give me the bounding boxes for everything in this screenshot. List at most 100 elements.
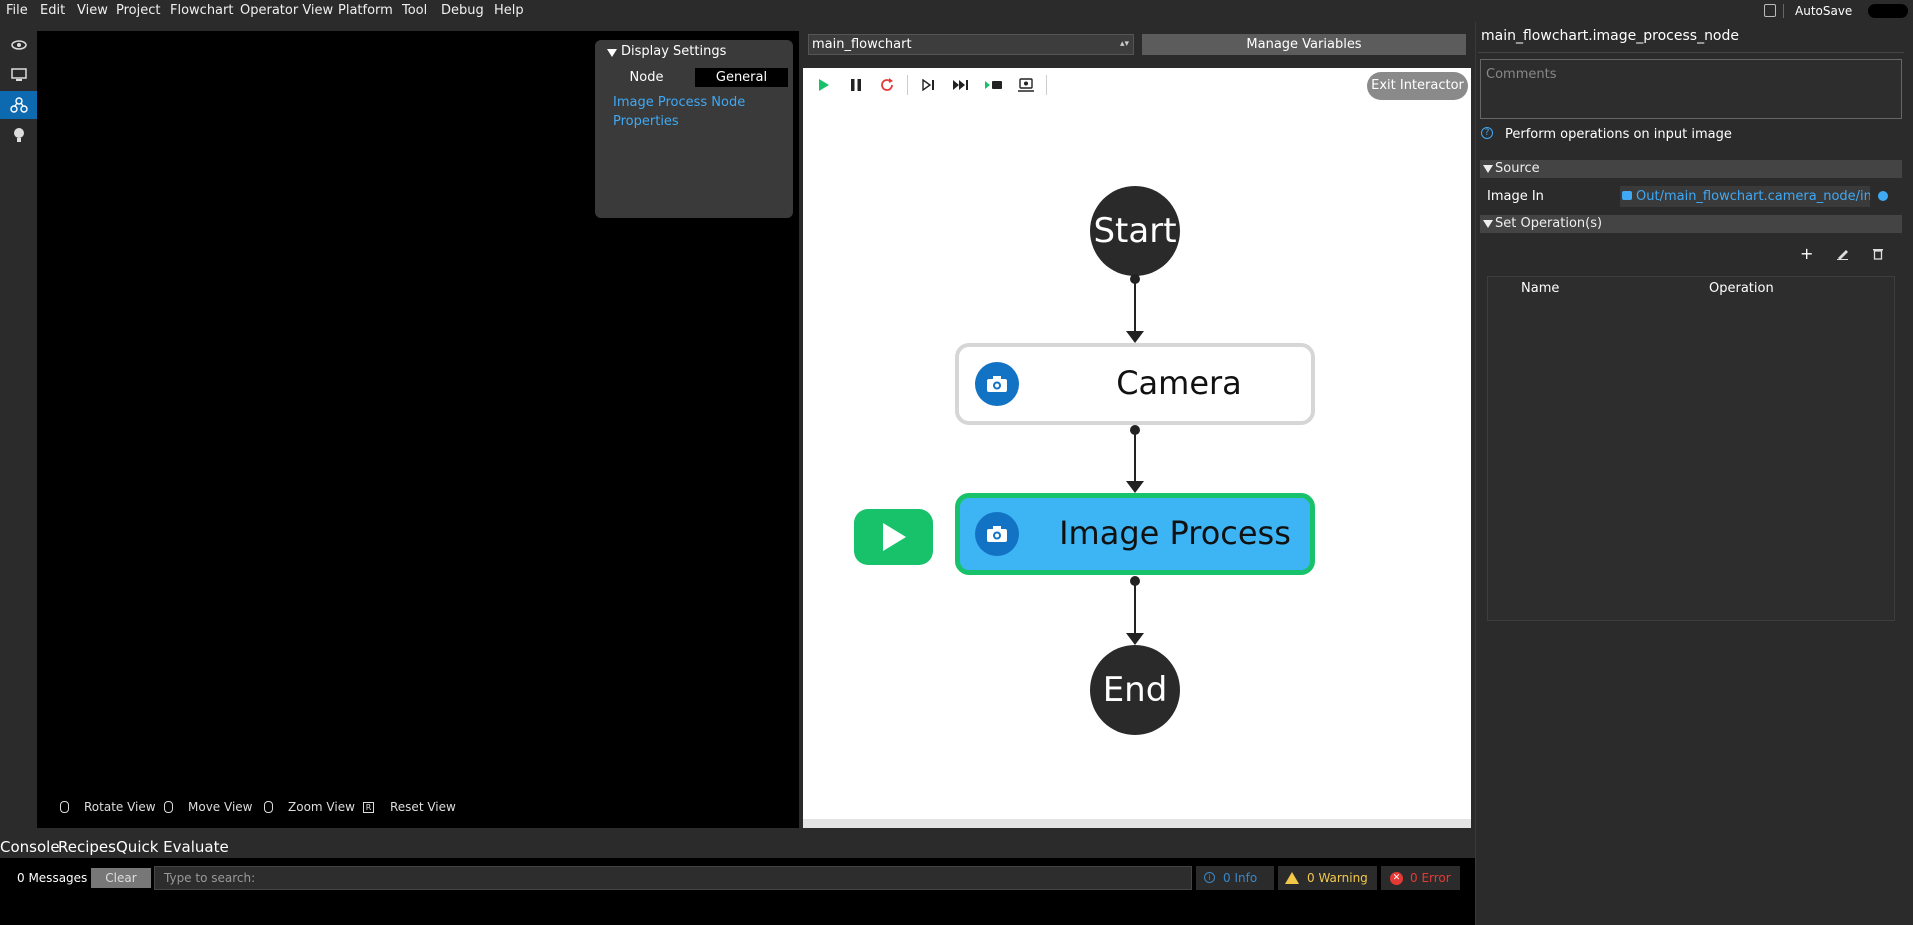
step-icon [922, 79, 934, 91]
display-settings-title[interactable]: Display Settings [621, 44, 727, 59]
image-process-node[interactable]: Image Process [955, 493, 1315, 575]
exit-interactor-button[interactable]: Exit Interactor [1367, 72, 1468, 100]
run-node-button[interactable] [854, 509, 933, 565]
connector-arrow [1126, 481, 1144, 493]
eye-icon [10, 40, 27, 50]
source-section-header[interactable]: Source [1480, 160, 1902, 178]
menu-view[interactable]: View [77, 3, 108, 18]
tab-recipes[interactable]: Recipes [58, 838, 116, 856]
tool-eye[interactable] [0, 31, 37, 59]
menu-operator-view[interactable]: Operator View [240, 3, 334, 18]
manage-variables-button[interactable]: Manage Variables [1142, 34, 1466, 55]
connector-arrow [1126, 331, 1144, 343]
camera-node-label: Camera [1116, 364, 1242, 402]
error-count: 0 Error [1410, 871, 1451, 885]
warning-filter[interactable]: 0 Warning [1278, 866, 1377, 890]
run-to-camera-button[interactable] [983, 74, 1005, 96]
info-filter[interactable]: i 0 Info [1196, 866, 1274, 890]
operations-table[interactable]: Name Operation [1487, 276, 1895, 621]
tab-quick-evaluate[interactable]: Quick Evaluate [116, 838, 229, 856]
toolbar-divider [1046, 75, 1047, 95]
tool-monitor[interactable] [0, 61, 37, 89]
flowchart-icon [9, 97, 28, 113]
camera-icon [975, 512, 1019, 556]
collapse-arrow-icon[interactable] [607, 49, 617, 57]
menu-edit[interactable]: Edit [40, 3, 66, 18]
menu-file[interactable]: File [6, 3, 28, 18]
hint-rotate: Rotate View [84, 800, 156, 814]
reset-button[interactable] [876, 74, 898, 96]
save-icon[interactable] [1764, 4, 1776, 17]
pause-button[interactable] [845, 74, 867, 96]
collapse-arrow-icon [1483, 165, 1493, 173]
connector-line [1134, 580, 1136, 635]
image-in-link[interactable]: Out/main_flowchart.camera_node/image [1620, 186, 1870, 207]
camera-node[interactable]: Camera [955, 343, 1315, 425]
set-operations-title: Set Operation(s) [1495, 216, 1603, 231]
refresh-icon [881, 78, 893, 91]
column-header-operation[interactable]: Operation [1709, 281, 1774, 296]
camera-step-button[interactable] [1015, 74, 1037, 96]
run-to-camera-icon [985, 81, 1002, 89]
tab-node[interactable]: Node [629, 70, 664, 85]
mouse-left-icon [60, 801, 69, 813]
mouse-wheel-icon [264, 801, 273, 813]
connector-line [1134, 430, 1136, 483]
node-description: Perform operations on input image [1505, 127, 1732, 142]
autosave-label: AutoSave [1795, 4, 1853, 18]
play-icon [882, 523, 906, 551]
console-search-input[interactable]: Type to search: [154, 866, 1192, 890]
set-operations-section-header[interactable]: Set Operation(s) [1480, 215, 1902, 233]
menu-debug[interactable]: Debug [441, 3, 484, 18]
toolbar-divider [907, 75, 908, 95]
start-node[interactable]: Start [1090, 186, 1180, 276]
step-button[interactable] [918, 74, 940, 96]
connector-arrow [1126, 633, 1144, 645]
edit-icon[interactable] [1836, 247, 1849, 260]
error-filter[interactable]: ✕ 0 Error [1381, 866, 1460, 890]
end-node[interactable]: End [1090, 645, 1180, 735]
flowchart-select[interactable]: main_flowchart ▴▾ [808, 34, 1134, 55]
menu-platform[interactable]: Platform [338, 3, 393, 18]
menu-project[interactable]: Project [116, 3, 161, 18]
connector-line [1134, 278, 1136, 333]
select-arrows-icon: ▴▾ [1119, 39, 1129, 49]
horizontal-scrollbar[interactable] [803, 819, 1471, 828]
add-operation-icon[interactable]: + [1800, 244, 1814, 263]
message-count: 0 Messages [17, 871, 88, 885]
menu-flowchart[interactable]: Flowchart [170, 3, 234, 18]
source-section-title: Source [1495, 161, 1540, 176]
tab-console[interactable]: Console [0, 838, 60, 856]
fast-forward-icon [953, 80, 968, 90]
console-tabs: Console Recipes Quick Evaluate [0, 836, 1475, 858]
autosave-toggle[interactable] [1868, 4, 1908, 18]
divider [1478, 52, 1904, 53]
info-count: 0 Info [1223, 871, 1258, 885]
camera-icon [975, 362, 1019, 406]
hint-move: Move View [188, 800, 253, 814]
divider [1783, 4, 1784, 18]
camera-icon [1622, 191, 1632, 200]
step-over-button[interactable] [950, 74, 972, 96]
menu-tool[interactable]: Tool [402, 3, 428, 18]
clear-button[interactable]: Clear [91, 868, 151, 888]
tool-bulb[interactable] [0, 121, 37, 149]
display-settings-panel: Display Settings Node General Image Proc… [595, 40, 793, 218]
image-in-value: Out/main_flowchart.camera_node/image [1636, 189, 1870, 204]
comments-field[interactable]: Comments [1480, 59, 1902, 119]
tool-flowchart[interactable] [0, 91, 37, 119]
image-in-label: Image In [1487, 189, 1544, 204]
warning-icon [1285, 872, 1299, 884]
info-icon: i [1204, 872, 1215, 883]
node-properties-link[interactable]: Image Process Node Properties [613, 95, 746, 129]
help-icon[interactable]: ? [1481, 127, 1493, 139]
tab-general[interactable]: General [695, 68, 788, 87]
flowchart-select-value: main_flowchart [812, 37, 912, 52]
trash-icon[interactable] [1872, 247, 1884, 260]
mouse-right-icon [164, 801, 173, 813]
menu-help[interactable]: Help [494, 3, 524, 18]
lightbulb-icon [13, 128, 24, 142]
play-icon [819, 79, 829, 91]
column-header-name[interactable]: Name [1521, 281, 1560, 296]
run-button[interactable] [813, 74, 835, 96]
